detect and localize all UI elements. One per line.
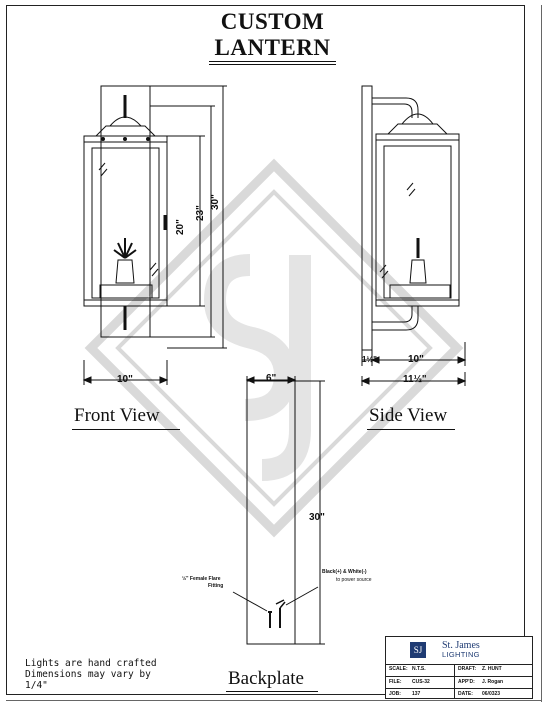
- flare-fitting-note-line2: Fitting: [208, 583, 224, 589]
- draft-value: Z. HUNT: [482, 666, 502, 672]
- front-view-underline: [72, 429, 180, 430]
- watermark-logo: [84, 158, 464, 538]
- wiring-note-line1: Black(+) & White(-): [322, 569, 367, 575]
- dimension-23in: 23": [195, 205, 206, 221]
- scale-value: N.T.S.: [412, 666, 426, 672]
- date-label: DATE:: [458, 691, 473, 697]
- sheet-border: [6, 5, 525, 695]
- backplate-drawing: [232, 376, 325, 645]
- title-underline: [209, 61, 336, 62]
- dimension-side-width: 10": [408, 354, 424, 365]
- dimension-backplate-width: 6": [266, 373, 277, 384]
- footnote-line2: Dimensions may vary by: [25, 669, 151, 680]
- company-subname: LIGHTING: [442, 650, 480, 659]
- side-view-drawing: [360, 85, 467, 386]
- company-name: St. James: [442, 640, 480, 651]
- title-block-row-scale: SCALE: N.T.S. DRAFT: Z. HUNT: [386, 664, 532, 675]
- backplate-underline: [226, 691, 318, 692]
- wiring-note-line2: to power source: [336, 577, 372, 583]
- drawing-title-line2: LANTERN: [214, 35, 331, 60]
- appd-value: J. Rogan: [482, 679, 504, 685]
- dimension-backplate-height: 30": [309, 512, 325, 523]
- sheet-shadow-right: [541, 5, 542, 702]
- title-block-row-job: JOB: 137 DATE: 06/0323: [386, 688, 532, 700]
- side-view-underline: [367, 429, 455, 430]
- dimension-front-width: 10": [117, 374, 133, 385]
- date-value: 06/0323: [482, 691, 501, 697]
- footnote-line3: 1/4": [25, 680, 48, 691]
- dimension-20in: 20": [175, 219, 186, 235]
- drawing-title-line1: CUSTOM: [220, 9, 325, 34]
- title-block-row-file: FILE: CUS-32 APP'D: J. Rogan: [386, 676, 532, 688]
- dimension-side-offset: 1½": [362, 355, 377, 364]
- dimension-side-total: 11½": [403, 374, 427, 385]
- side-view-label: Side View: [369, 405, 448, 426]
- job-value: 137: [412, 691, 421, 697]
- title-block-divider: [454, 664, 455, 699]
- sheet-shadow-bottom: [6, 700, 542, 701]
- file-value: CUS-32: [412, 679, 430, 685]
- flare-fitting-note-line1: ½" Female Flare: [182, 576, 221, 582]
- title-underline-2: [209, 64, 336, 65]
- company-logo: SJ: [410, 642, 426, 658]
- backplate-label: Backplate: [228, 668, 304, 689]
- front-view-drawing: [82, 85, 227, 385]
- appd-label: APP'D:: [458, 679, 475, 685]
- craft-footnote: Lights are hand crafted Dimensions may v…: [25, 658, 185, 691]
- title-block: SJ St. James LIGHTING SCALE: N.T.S. DRAF…: [385, 636, 533, 699]
- front-view-label: Front View: [74, 405, 160, 426]
- job-label: JOB:: [389, 691, 401, 697]
- footnote-line1: Lights are hand crafted: [25, 658, 157, 669]
- title-block-header: SJ St. James LIGHTING: [386, 637, 532, 665]
- file-label: FILE:: [389, 679, 402, 685]
- scale-label: SCALE:: [389, 666, 408, 672]
- draft-label: DRAFT:: [458, 666, 477, 672]
- dimension-30in-front: 30": [210, 194, 221, 210]
